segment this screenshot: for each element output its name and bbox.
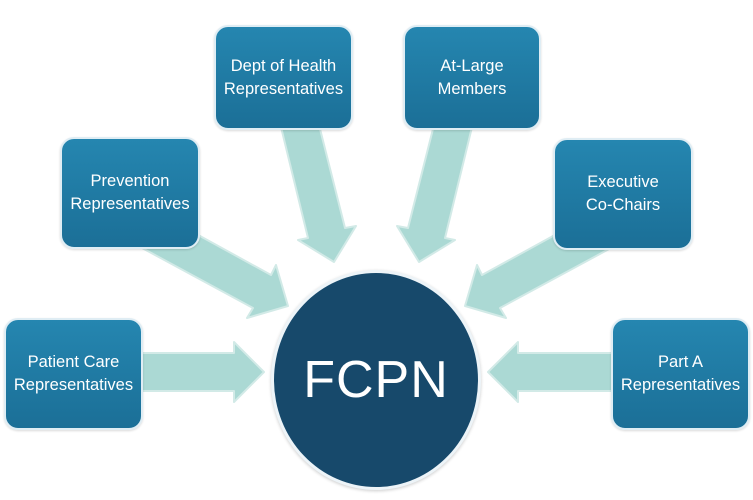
hub-circle-fcpn: FCPN [271, 270, 481, 490]
node-label: Dept of Health Representatives [223, 56, 344, 98]
node-label: Patient Care Representatives [13, 353, 134, 394]
arrow-from-patient-care [129, 341, 265, 403]
node-label: Prevention Representatives [70, 172, 190, 213]
node-prevention-representatives: Prevention Representatives [60, 137, 200, 249]
arrow-from-dept-of-health [280, 116, 357, 263]
node-label: Part A Representatives [620, 353, 741, 394]
node-label: At-Large Members [437, 56, 507, 98]
node-patient-care-representatives: Patient Care Representatives [4, 318, 143, 430]
arrow-from-part-a [487, 341, 626, 403]
hub-label: FCPN [303, 351, 449, 409]
node-label: Executive Co-Chairs [585, 173, 661, 214]
node-at-large-members: At-Large Members [403, 25, 541, 130]
node-part-a-representatives: Part A Representatives [611, 318, 750, 430]
arrow-from-at-large [396, 116, 473, 263]
node-executive-co-chairs: Executive Co-Chairs [553, 138, 693, 250]
node-dept-of-health-representatives: Dept of Health Representatives [214, 25, 353, 130]
